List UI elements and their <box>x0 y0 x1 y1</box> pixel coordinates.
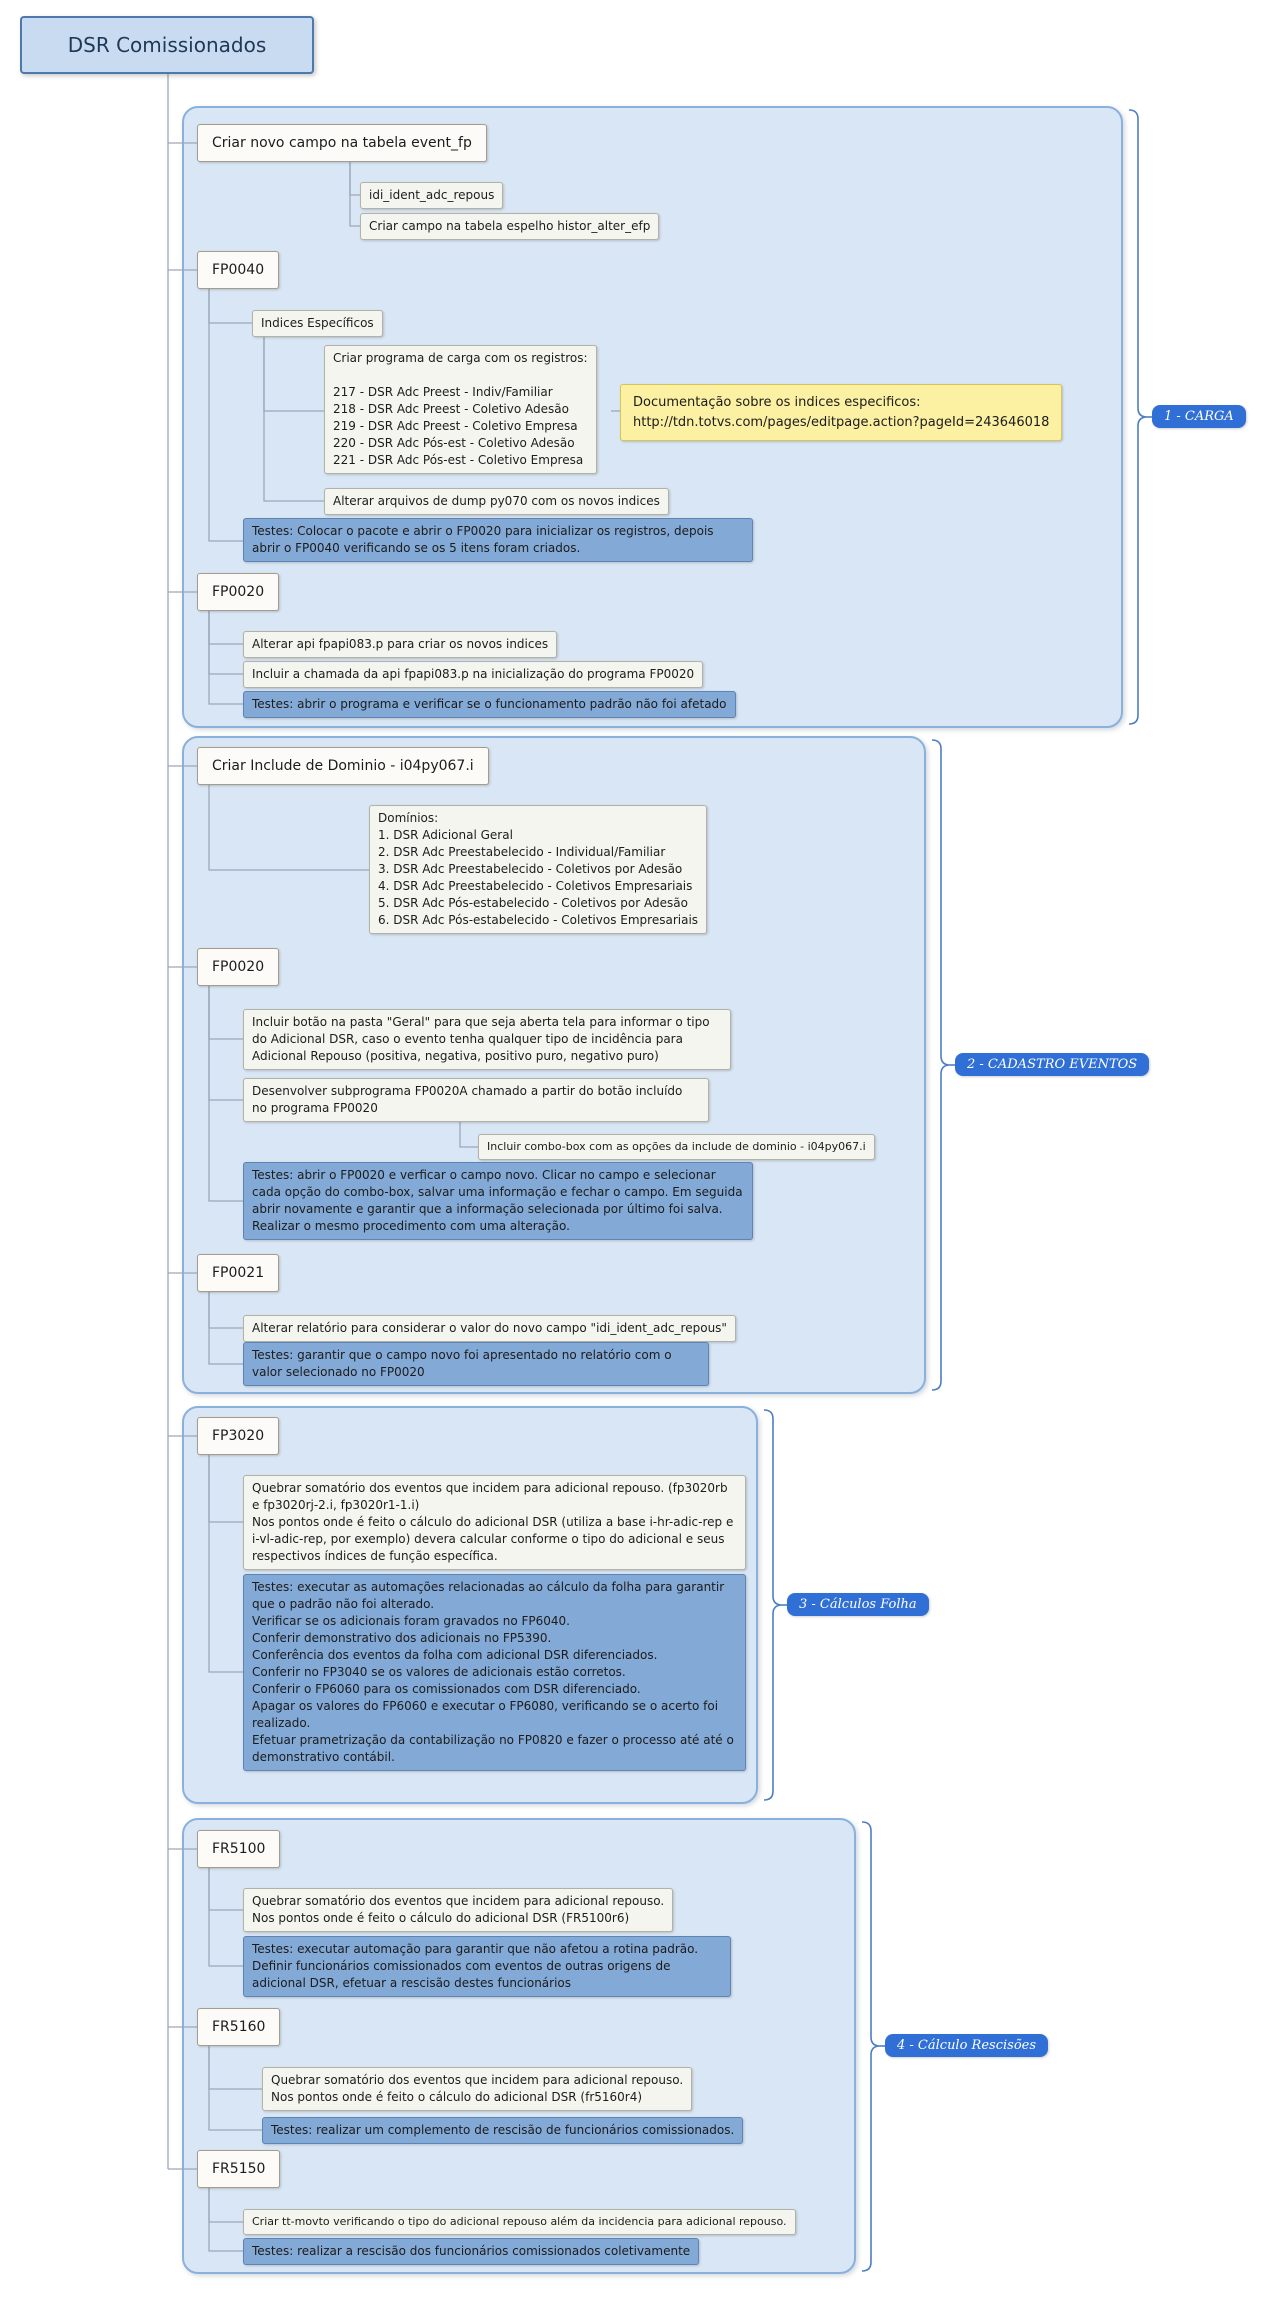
badge-carga[interactable]: 1 - CARGA <box>1152 405 1246 428</box>
root-topic[interactable]: DSR Comissionados <box>20 16 314 74</box>
topic-fp0020-carga[interactable]: FP0020 <box>197 573 280 612</box>
testes-fr5100[interactable]: Testes: executar automação para garantir… <box>243 1936 731 1998</box>
node-idi-ident-adc-repous[interactable]: idi_ident_adc_repous <box>360 182 504 210</box>
node-indices-especificos[interactable]: Indices Específicos <box>252 310 383 338</box>
topic-include-dominio[interactable]: Criar Include de Dominio - i04py067.i <box>197 747 489 786</box>
testes-fp0020-cadastro[interactable]: Testes: abrir o FP0020 e verficar o camp… <box>243 1162 753 1241</box>
badge-calculos-folha[interactable]: 3 - Cálculos Folha <box>787 1593 929 1616</box>
node-alterar-relatorio[interactable]: Alterar relatório para considerar o valo… <box>243 1315 736 1343</box>
node-tt-movto[interactable]: Criar tt-movto verificando o tipo do adi… <box>243 2209 796 2235</box>
note-documentacao-indices[interactable]: Documentação sobre os indices especifico… <box>620 384 1063 441</box>
topic-fr5100[interactable]: FR5100 <box>197 1830 281 1869</box>
testes-fp3020[interactable]: Testes: executar as automações relaciona… <box>243 1574 746 1772</box>
topic-fp3020[interactable]: FP3020 <box>197 1417 280 1456</box>
node-chamada-api[interactable]: Incluir a chamada da api fpapi083.p na i… <box>243 661 704 689</box>
badge-cadastro-eventos[interactable]: 2 - CADASTRO EVENTOS <box>955 1053 1150 1076</box>
node-quebrar-somatorio-folha[interactable]: Quebrar somatório dos eventos que incide… <box>243 1475 746 1571</box>
testes-fp0021[interactable]: Testes: garantir que o campo novo foi ap… <box>243 1342 709 1387</box>
node-api-fpapi083[interactable]: Alterar api fpapi083.p para criar os nov… <box>243 631 558 659</box>
node-quebrar-somatorio-fr5100[interactable]: Quebrar somatório dos eventos que incide… <box>243 1888 674 1933</box>
topic-fr5160[interactable]: FR5160 <box>197 2008 281 2047</box>
topic-novo-campo-event-fp[interactable]: Criar novo campo na tabela event_fp <box>197 124 487 163</box>
testes-fr5150[interactable]: Testes: realizar a rescisão dos funcioná… <box>243 2238 700 2266</box>
topic-fp0021[interactable]: FP0021 <box>197 1254 280 1293</box>
testes-fp0020-carga[interactable]: Testes: abrir o programa e verificar se … <box>243 691 736 719</box>
node-incluir-botao-geral[interactable]: Incluir botão na pasta "Geral" para que … <box>243 1009 731 1071</box>
node-programa-carga[interactable]: Criar programa de carga com os registros… <box>324 345 597 475</box>
node-tabela-espelho[interactable]: Criar campo na tabela espelho histor_alt… <box>360 213 660 241</box>
badge-calculo-rescisoes[interactable]: 4 - Cálculo Rescisões <box>885 2034 1049 2057</box>
testes-fr5160[interactable]: Testes: realizar um complemento de resci… <box>262 2117 744 2145</box>
topic-fr5150[interactable]: FR5150 <box>197 2150 281 2189</box>
topic-fp0020-cadastro[interactable]: FP0020 <box>197 948 280 987</box>
testes-fp0040[interactable]: Testes: Colocar o pacote e abrir o FP002… <box>243 518 753 563</box>
node-combo-box[interactable]: Incluir combo-box com as opções da inclu… <box>478 1134 875 1160</box>
node-dump-py070[interactable]: Alterar arquivos de dump py070 com os no… <box>324 488 669 516</box>
group-braces <box>763 109 1152 2272</box>
node-dominios[interactable]: Domínios: 1. DSR Adicional Geral 2. DSR … <box>369 805 708 935</box>
topic-fp0040[interactable]: FP0040 <box>197 251 280 290</box>
node-quebrar-somatorio-fr5160[interactable]: Quebrar somatório dos eventos que incide… <box>262 2067 693 2112</box>
node-subprograma-fp0020a[interactable]: Desenvolver subprograma FP0020A chamado … <box>243 1078 709 1123</box>
